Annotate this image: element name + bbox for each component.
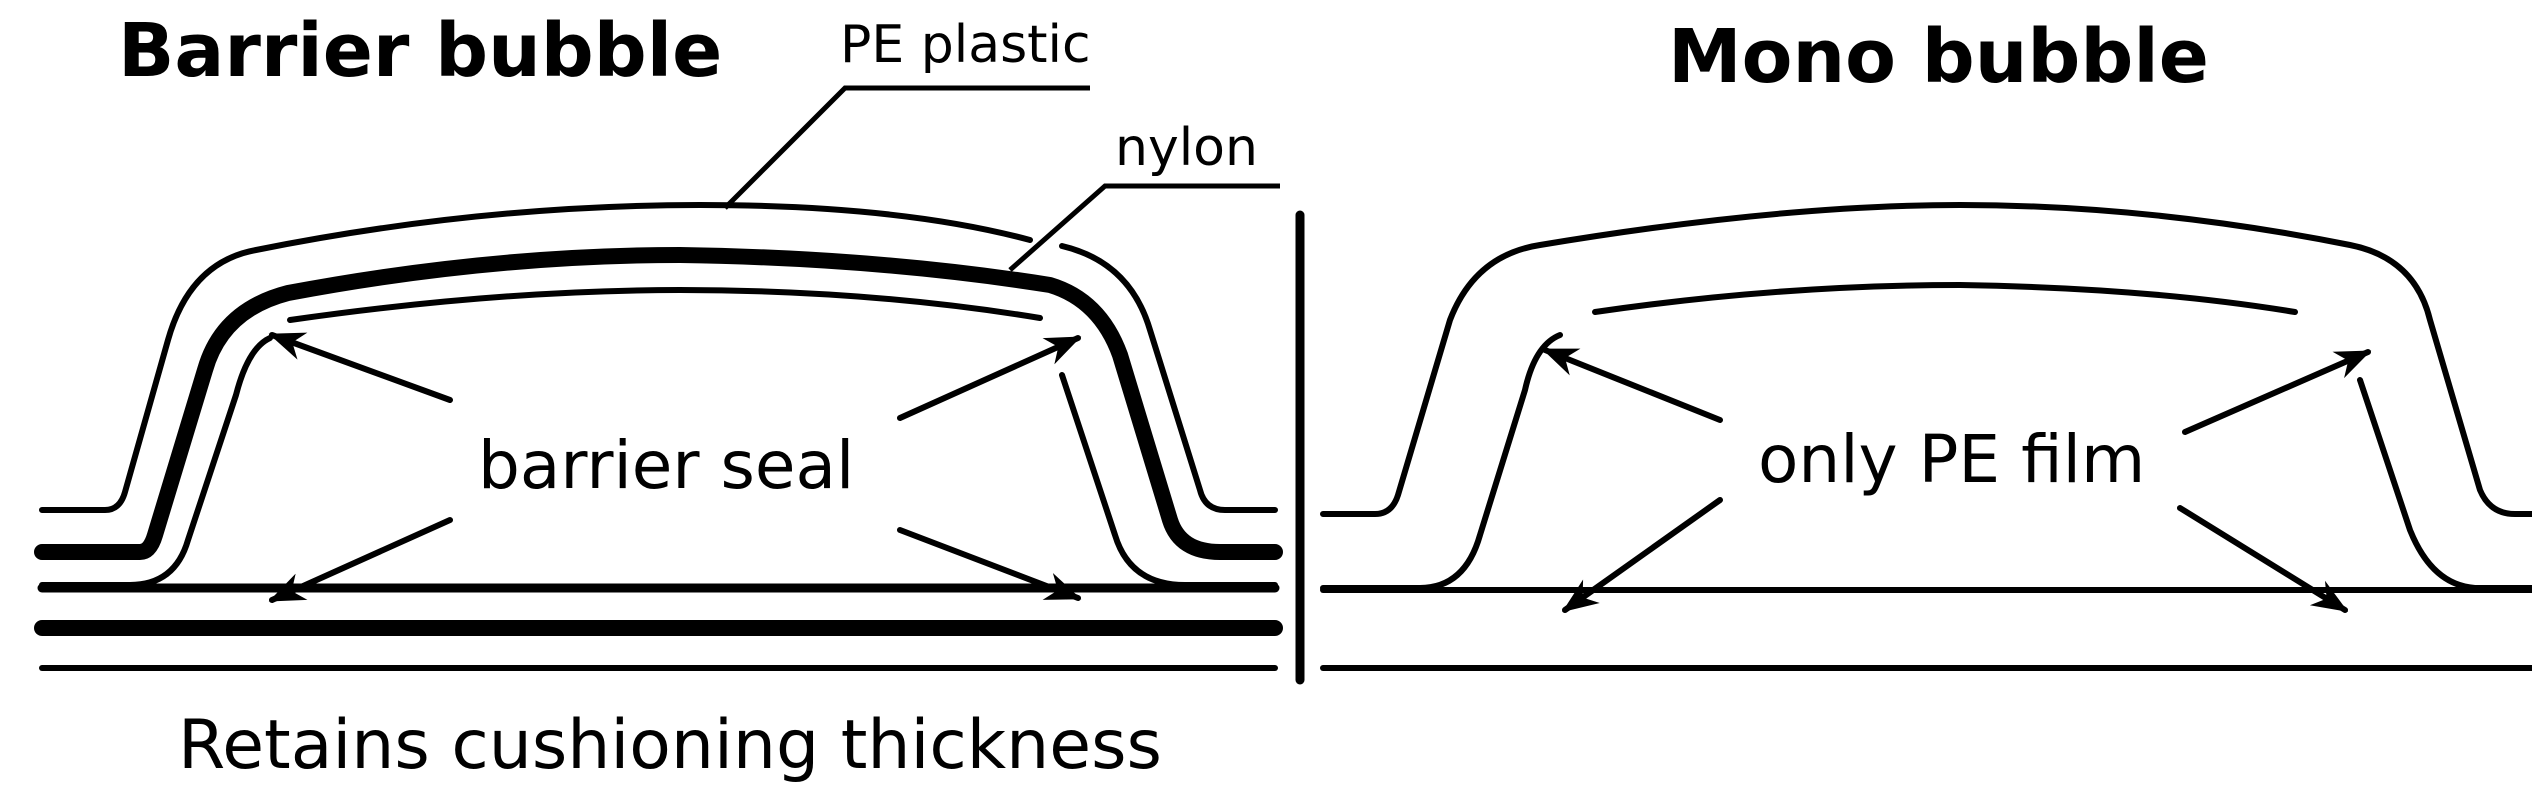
mono-arrow-upper-right [2182, 349, 2372, 435]
arrow-lower-left [268, 517, 453, 603]
barrier-seal-label: barrier seal [478, 427, 854, 504]
mono-bubble-panel: Mono bubble only PE film [1320, 14, 2532, 671]
pe-plastic-leader [723, 85, 1090, 210]
only-pe-film-label: only PE film [1758, 421, 2145, 498]
outer-pe-layer [39, 202, 1278, 513]
arrow-upper-right [897, 335, 1082, 421]
mono-bubble-title: Mono bubble [1668, 14, 2209, 100]
mono-arrow-lower-left [1562, 497, 1723, 613]
nylon-label: nylon [1115, 118, 1258, 178]
arrow-lower-right [897, 527, 1082, 601]
barrier-bubble-panel: Barrier bubble PE plastic nylon barrier … [34, 8, 1283, 785]
barrier-bubble-title: Barrier bubble [118, 8, 722, 94]
arrow-upper-left [268, 332, 453, 403]
mono-arrow-lower-right [2177, 505, 2349, 613]
mono-arrow-upper-left [1541, 347, 1723, 423]
cushioning-caption: Retains cushioning thickness [178, 706, 1162, 785]
nylon-layer [34, 247, 1283, 560]
mono-outer-film [1320, 202, 2532, 517]
nylon-leader [1008, 183, 1280, 272]
pe-plastic-label: PE plastic [840, 15, 1091, 75]
